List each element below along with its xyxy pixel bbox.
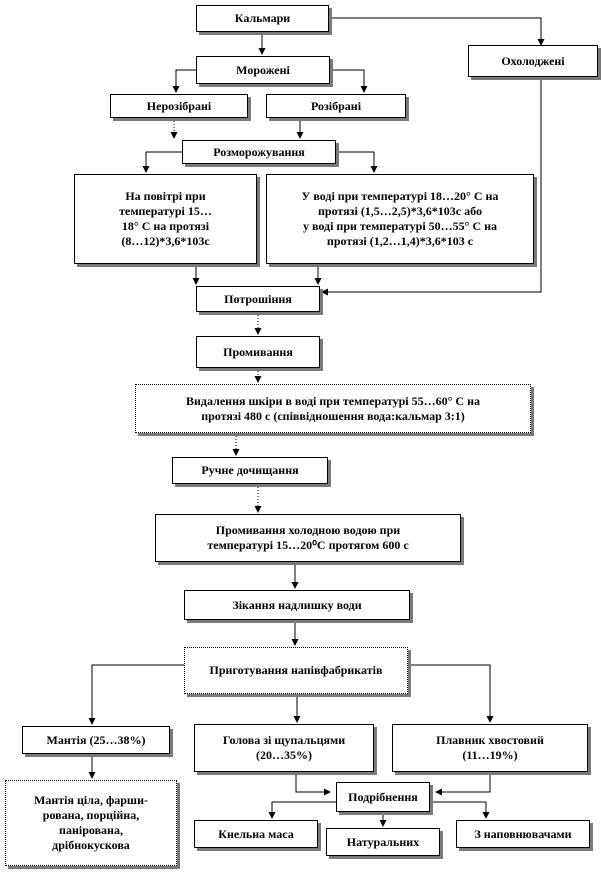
node-manual-label: Ручне дочищання [201,463,299,477]
node-air: На повітрі при температурі 15… 18° С на … [74,174,257,264]
arrow-frozen-cut [330,69,368,93]
node-water-line-3: у воді при температурі 50…55° С на [302,219,498,233]
node-water: У воді при температурі 18…20° С на протя… [266,174,534,264]
node-mantle-products-line-4: дрібнокускова [52,838,130,852]
node-air-line-4: (8…12)*3,6*103с [121,234,210,248]
node-chilled: Охолоджені [468,45,598,77]
node-manual: Ручне дочищання [172,457,328,484]
arrow-semi-fin [408,664,494,723]
arrow-grinding-forcemeat [268,801,336,819]
node-head-line-1: Голова зі щупальцями [222,733,346,747]
node-drain-label: Зікання надлишку води [232,597,362,612]
node-chilled-label: Охолоджені [501,53,565,68]
node-uncut-label: Нерозібрані [146,98,212,113]
arrow-semi-mantle [88,664,184,725]
node-cut-label: Розібрані [310,98,362,113]
node-skin: Видалення шкіри в воді при температурі 5… [135,384,531,433]
node-washing-label: Промивання [223,344,293,359]
node-semi: Приготування напівфабрикатів [184,647,408,694]
node-mantle-products-line-1: Мантія ціла, фарши- [34,793,148,807]
node-skin-line-1: Видалення шкіри в воді при температурі 5… [186,393,480,408]
node-fin: Плавник хвостовий (11…19%) [392,724,588,772]
node-water-line-2: протязі (1,5…2,5)*3,6*103с або [318,204,482,218]
node-water-line-4: протязі (1,2…1,4)*3,6*103 с [326,234,474,248]
node-coldwash-line-1: Промивання холодною водою при [215,523,401,537]
node-mantle-label: Мантія (25…38%) [46,732,146,747]
node-fillers: З наповнювачами [456,820,590,848]
arrow-grinding-fillers [430,801,490,819]
node-cut: Розібрані [266,94,406,118]
node-mantle-products-line-3: панірована, [59,823,123,837]
node-thawing: Розморожування [182,140,336,164]
node-forcemeat: Кнельна маса [194,820,318,848]
node-gutting: Потрошіння [196,286,320,312]
node-grinding-label: Подрібнення [348,789,418,804]
node-uncut: Нерозібрані [110,94,248,118]
node-natural: Натуральних [326,828,440,856]
arrow-fin-grinding [435,772,491,796]
arrow-thawing-water [336,151,378,173]
node-head-line-2: (20…35%) [256,748,312,762]
node-frozen-label: Морожені [236,62,290,77]
node-semi-label: Приготування напівфабрикатів [209,663,383,677]
node-coldwash-line-2: температурі 15…20⁰С протягом 600 с [207,538,409,552]
node-frozen: Морожені [196,56,330,84]
node-mantle-products-line-2: рована, порційна, [42,808,140,822]
arrow-head-grinding [295,772,331,796]
node-mantle-products: Мантія ціла, фарши- рована, порційна, па… [5,780,177,866]
node-air-line-2: температурі 15… [119,204,212,218]
node-thawing-label: Розморожування [213,144,305,159]
arrow-thawing-air [142,151,182,173]
arrow-chilled-gutting [321,78,542,296]
node-air-line-1: На повітрі при [125,189,206,203]
node-fin-line-2: (11…19%) [462,748,518,762]
node-mantle: Мантія (25…38%) [22,726,170,754]
node-natural-label: Натуральних [346,834,420,849]
node-skin-line-2: протязі 480 с (співвідношення вода:кальм… [201,408,465,423]
node-head: Голова зі щупальцями (20…35%) [194,724,374,772]
node-fillers-label: З наповнювачами [474,826,572,841]
arrow-squid-chilled [329,17,545,46]
node-gutting-label: Потрошіння [224,291,292,306]
node-fin-line-1: Плавник хвостовий [436,733,544,747]
node-coldwash: Промивання холодною водою при температур… [155,514,461,562]
node-squid: Кальмари [196,5,329,32]
node-squid-label: Кальмари [234,11,291,25]
node-forcemeat-label: Кнельна маса [218,826,294,841]
node-water-line-1: У воді при температурі 18…20° С на [301,189,499,203]
node-grinding: Подрібнення [336,782,430,812]
arrow-frozen-uncut [172,69,196,93]
node-drain: Зікання надлишку води [184,590,410,620]
node-washing: Промивання [196,336,320,368]
node-air-line-3: 18° С на протязі [121,219,210,233]
